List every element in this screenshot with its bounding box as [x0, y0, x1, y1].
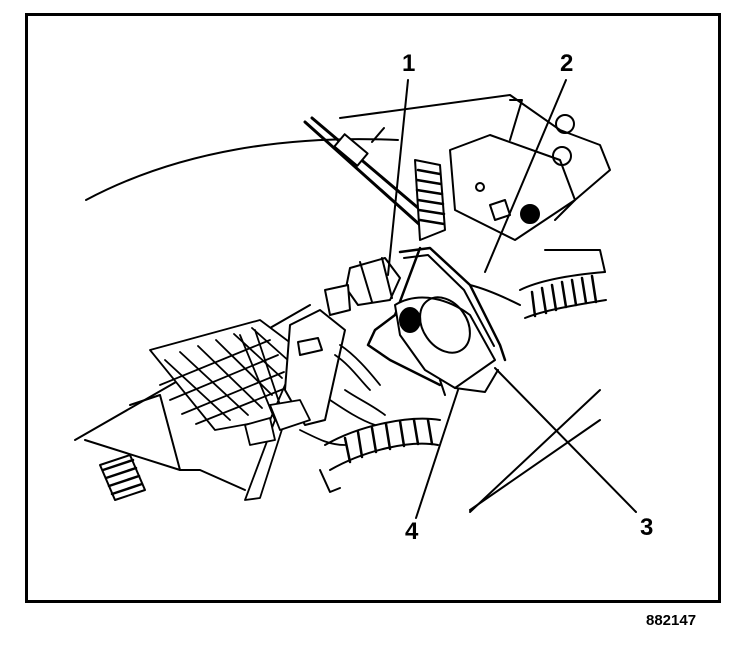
callout-label-4: 4 — [405, 518, 419, 545]
dipstick-rod — [303, 116, 432, 227]
hex-fitting — [324, 257, 401, 316]
leader-line-2 — [484, 79, 567, 273]
fender-arc — [85, 138, 399, 201]
mounting-plate — [284, 309, 346, 426]
callout-label-1: 1 — [402, 50, 416, 77]
leader-line-1 — [387, 79, 409, 276]
callout-label-3: 3 — [640, 514, 654, 541]
lower-panel-line — [469, 419, 601, 511]
callout-leader-lines — [387, 79, 637, 519]
leader-line-4 — [415, 389, 459, 519]
right-body-edge — [469, 389, 601, 513]
figure-id-code: 882147 — [646, 612, 697, 629]
leader-line-3 — [494, 367, 637, 513]
corrugated-hose-center — [414, 159, 446, 241]
corrugated-hose-bottom — [319, 417, 441, 493]
actuator-cylinder — [394, 296, 499, 396]
upper-mount-bracket — [339, 94, 611, 241]
callout-label-2: 2 — [560, 50, 574, 77]
corrugated-hose-right — [519, 249, 607, 319]
lower-left-coil — [84, 394, 246, 501]
wiring-harness — [244, 344, 386, 446]
figure-frame — [25, 13, 721, 603]
